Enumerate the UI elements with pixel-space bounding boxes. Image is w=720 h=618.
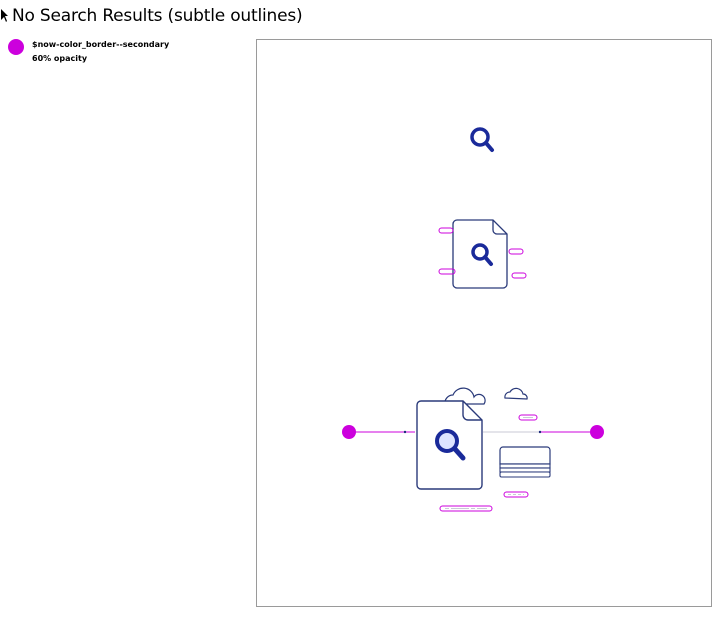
- page-title: No Search Results (subtle outlines): [12, 6, 303, 26]
- outline-pill: [439, 414, 538, 512]
- cloud-icon: [444, 387, 528, 405]
- legend-token: $now-color_border--secondary: [32, 40, 170, 49]
- legend-text: $now-color_border--secondary 60% opacity: [32, 38, 169, 66]
- outline-pill: [438, 227, 527, 279]
- cursor-icon: [1, 9, 8, 22]
- illustration-frame: [256, 39, 712, 607]
- document-search-icon: [452, 219, 508, 289]
- legend-dot: [8, 39, 24, 55]
- illustration-canvas: [342, 127, 604, 512]
- legend: $now-color_border--secondary 60% opacity: [8, 38, 169, 66]
- connector-left: [342, 425, 415, 439]
- legend-opacity: 60% opacity: [32, 54, 88, 63]
- title-row: No Search Results (subtle outlines): [0, 6, 303, 26]
- search-icon: [470, 127, 494, 152]
- stack-icon: [499, 446, 551, 478]
- document-search-large-icon: [416, 400, 483, 490]
- connector-right: [483, 425, 604, 439]
